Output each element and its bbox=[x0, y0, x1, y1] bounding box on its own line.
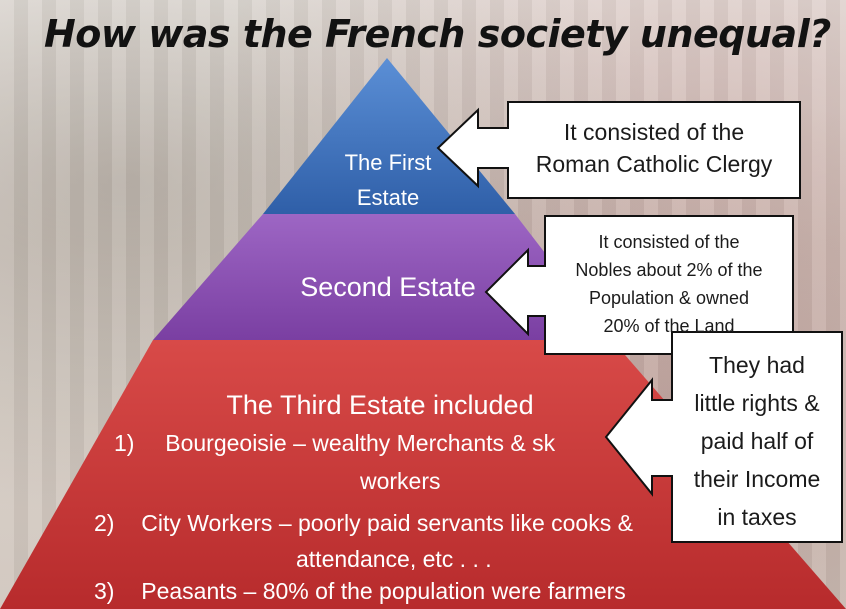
first-estate-line2: Estate bbox=[356, 185, 420, 210]
callout-first-shape bbox=[436, 101, 801, 199]
callout-second-line3: Population & owned bbox=[588, 288, 750, 308]
slide-title: How was the French society unequal? bbox=[44, 12, 831, 56]
list-item-number: 1) bbox=[114, 430, 135, 456]
callout-first-text: It consisted of the Roman Catholic Clerg… bbox=[510, 116, 798, 180]
first-estate-line1: The First bbox=[344, 150, 432, 175]
callout-third-line5: in taxes bbox=[717, 504, 797, 530]
callout-first-line2: Roman Catholic Clergy bbox=[535, 151, 773, 177]
callout-third-line2: little rights & bbox=[694, 390, 820, 416]
third-estate-heading: The Third Estate included bbox=[226, 390, 534, 420]
list-item: 3) Peasants – 80% of the population were… bbox=[94, 578, 626, 605]
list-item-number: 3) bbox=[94, 578, 115, 604]
callout-second-line1: It consisted of the bbox=[598, 232, 740, 252]
callout-first-line1: It consisted of the bbox=[563, 119, 745, 145]
list-item-text: City Workers – poorly paid servants like… bbox=[141, 510, 633, 536]
callout-second-line2: Nobles about 2% of the bbox=[575, 260, 763, 280]
callout-second-text: It consisted of the Nobles about 2% of t… bbox=[547, 228, 791, 350]
list-item: 1) Bourgeoisie – wealthy Merchants & sk bbox=[114, 430, 555, 457]
first-estate-tier bbox=[263, 58, 515, 214]
second-estate-label: Second Estate bbox=[300, 272, 476, 302]
callout-third-line1: They had bbox=[709, 352, 805, 378]
list-item-text: Peasants – 80% of the population were fa… bbox=[141, 578, 626, 604]
second-estate-tier bbox=[153, 214, 612, 340]
callout-third-line4: their Income bbox=[693, 466, 821, 492]
list-item-number: 2) bbox=[94, 510, 115, 536]
callout-third-shape bbox=[604, 331, 843, 543]
list-item: 2) City Workers – poorly paid servants l… bbox=[94, 510, 633, 537]
first-estate-label: The First Estate bbox=[318, 145, 458, 215]
list-item-continued: attendance, etc . . . bbox=[296, 546, 492, 572]
callout-second-line4: 20% of the Land bbox=[603, 316, 735, 336]
callout-third-line3: paid half of bbox=[700, 428, 814, 454]
callout-third-text: They had little rights & paid half of th… bbox=[674, 346, 840, 536]
list-item-text: Bourgeoisie – wealthy Merchants & sk bbox=[165, 430, 556, 456]
list-item-continued: workers bbox=[360, 468, 441, 494]
